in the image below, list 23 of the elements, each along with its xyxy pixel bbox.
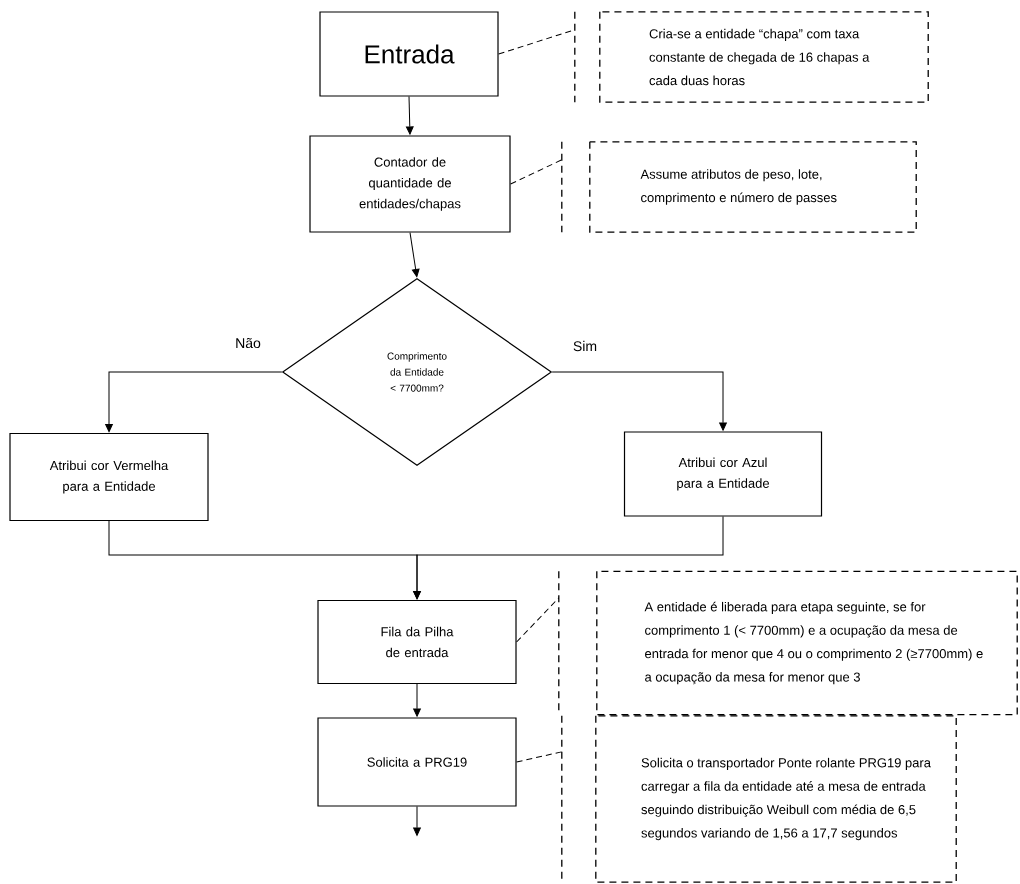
process-box: Atribui cor Azul para a Entidade bbox=[623, 431, 823, 517]
arrow bbox=[105, 371, 283, 433]
arrow bbox=[413, 806, 421, 836]
bracketed-note-box: A entidade é liberada para etapa seguinte, se for comprimento 1 (< 7700mm) e a ocupação da mesa de entrada for menor que 4 ou o comprimento 2 (≥7700mm) e a ocupação da mesa for menor que 3 bbox=[558, 570, 1018, 716]
leader-line bbox=[516, 597, 560, 643]
bracketed-note-box: Assume atributos de peso, lote, comprimento e número de passes bbox=[561, 141, 917, 233]
arrow bbox=[413, 683, 421, 717]
leader-line bbox=[510, 159, 563, 185]
arrow bbox=[413, 516, 724, 600]
process-box: Atribui cor Vermelha para a Entidade bbox=[9, 432, 209, 522]
leader-line bbox=[516, 751, 563, 763]
edge-label: Sim bbox=[571, 339, 599, 353]
arrow bbox=[405, 96, 414, 135]
arrow bbox=[409, 232, 420, 278]
bracketed-note-box: Solicita o transportador Ponte rolante PRG19 para carregar a fila da entidade até a mesa de entrada seguindo distribuição Weibull com média de 6,5 segundos variando de 1,56 a 17,7 segundos bbox=[561, 715, 957, 883]
bracketed-note-box: Cria-se a entidade “chapa” com taxa constante de chegada de 16 chapas a cada duas horas bbox=[574, 11, 929, 103]
process-box: Entrada bbox=[319, 11, 499, 97]
edge-label: Não bbox=[234, 336, 262, 350]
process-box: Contador de quantidade de entidades/chapas bbox=[309, 135, 511, 233]
leader-line bbox=[498, 29, 576, 55]
process-box: Fila da Pilha de entrada bbox=[317, 599, 517, 685]
arrow bbox=[551, 371, 727, 431]
process-box: Solicita a PRG19 bbox=[317, 717, 517, 807]
